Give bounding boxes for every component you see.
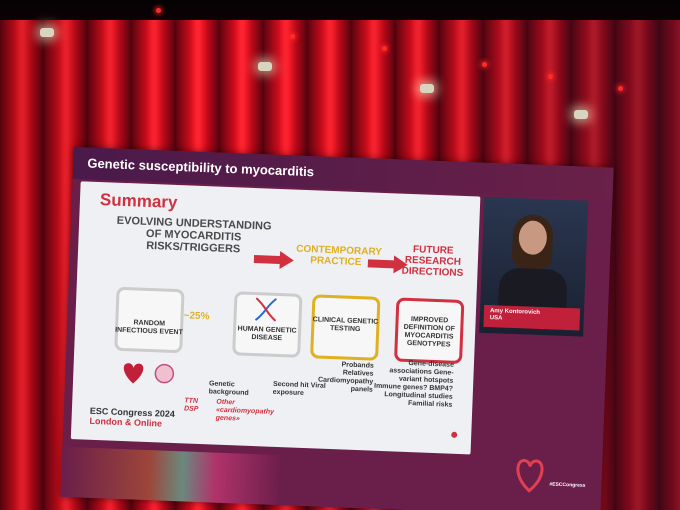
ceiling-red-light	[482, 62, 487, 67]
stage-light-icon	[574, 110, 588, 119]
contemporary-heading: CONTEMPORARY PRACTICE	[296, 243, 383, 269]
projection-screen: Genetic susceptibility to myocarditis Su…	[60, 147, 614, 510]
congress-hashtag: #ESCCongress	[549, 481, 586, 489]
led-floor-reflection	[60, 446, 283, 506]
speaker-video: Amy Kontorovich USA	[479, 196, 589, 337]
research-list-note: Gene-disease associations Gene-variant h…	[373, 359, 455, 409]
summary-title: Summary	[99, 190, 178, 213]
virus-icon	[154, 363, 175, 384]
ceiling-red-light	[156, 8, 161, 13]
slide-header: Genetic susceptibility to myocarditis	[87, 155, 315, 180]
stage-light-icon	[258, 62, 272, 71]
ttn-dsp-note: TTN DSP	[183, 397, 199, 413]
stage-light-icon	[420, 84, 434, 93]
percent-label: ~25%	[183, 310, 210, 323]
ceiling-red-light	[382, 46, 387, 51]
heart-icon	[123, 363, 144, 384]
ceiling-red-light	[548, 74, 553, 79]
improved-definition-label: IMPROVED DEFINITION OF MYOCARDITIS GENOT…	[403, 316, 456, 349]
future-heading: FUTURE RESEARCH DIRECTIONS	[401, 244, 464, 280]
slide-content: Summary EVOLVING UNDERSTANDING OF MYOCAR…	[70, 181, 481, 455]
human-disease-label: HUMAN GENETIC DISEASE	[237, 325, 297, 343]
congress-label: ESC Congress 2024 London & Online	[89, 406, 175, 429]
probands-note: Probands Relatives Cardiomyopathy panels	[317, 361, 374, 394]
other-genes-note: Other «cardiomyopathy genes»	[215, 398, 275, 423]
ceiling-red-light	[290, 34, 295, 39]
arrow-icon	[367, 255, 408, 274]
dna-icon	[254, 297, 277, 322]
random-event-label: RANDOM INFECTIOUS EVENT	[115, 319, 183, 337]
speaker-name-plate: Amy Kontorovich USA	[483, 304, 581, 331]
ceiling-red-light	[618, 86, 623, 91]
congress-location: London & Online	[89, 415, 163, 429]
clinical-testing-label: CLINICAL GENETIC TESTING	[312, 316, 379, 334]
genetic-background-note: Genetic background	[208, 380, 249, 397]
arrow-icon	[253, 250, 294, 269]
slide-indicator-icon	[451, 431, 458, 438]
esc-heart-logo-icon	[516, 459, 544, 493]
stage-light-icon	[40, 28, 54, 37]
